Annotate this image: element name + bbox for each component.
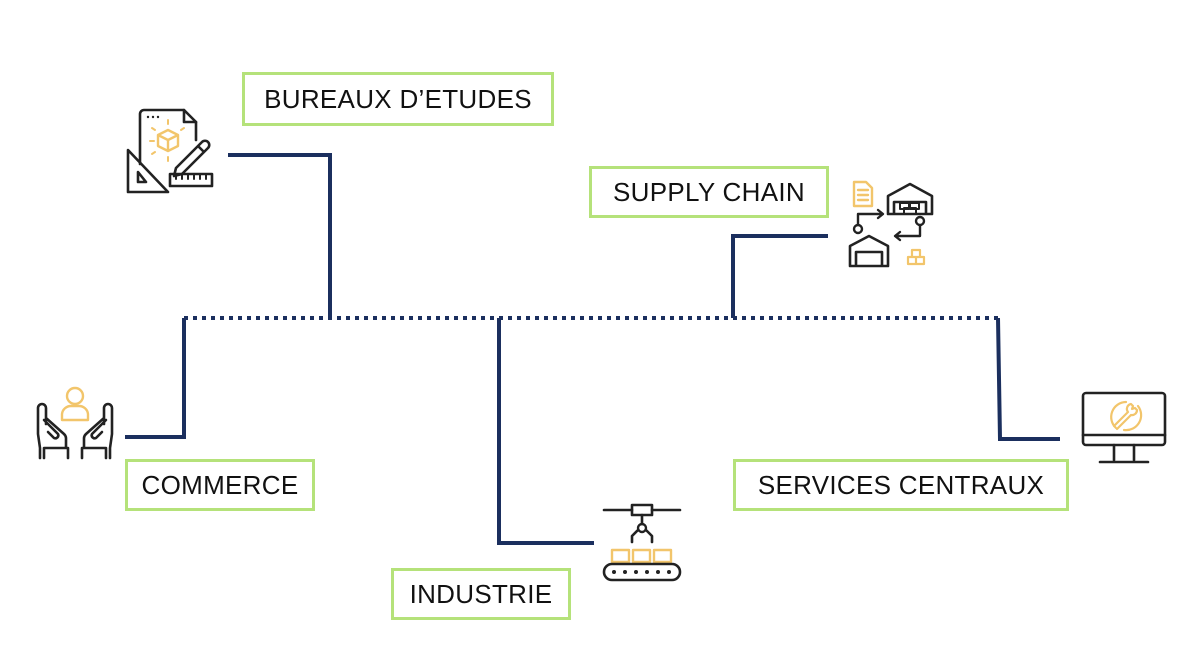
blueprint-design-icon	[124, 106, 216, 196]
connector-bureaux	[228, 153, 332, 318]
label-bureaux-etudes: BUREAUX D’ETUDES	[242, 72, 554, 126]
conveyor-robot-arm-icon	[600, 500, 684, 584]
label-industrie: INDUSTRIE	[391, 568, 571, 620]
connector-services	[996, 317, 1060, 441]
hands-customer-icon	[34, 384, 116, 460]
label-supply-chain: SUPPLY CHAIN	[589, 166, 829, 218]
label-services-centraux: SERVICES CENTRAUX	[733, 459, 1069, 511]
connector-supply	[731, 234, 828, 318]
label-commerce: COMMERCE	[125, 459, 315, 511]
monitor-wrench-icon	[1080, 390, 1168, 470]
warehouse-logistics-icon	[844, 180, 940, 272]
connector-commerce	[125, 318, 186, 439]
connector-industrie	[497, 318, 594, 545]
